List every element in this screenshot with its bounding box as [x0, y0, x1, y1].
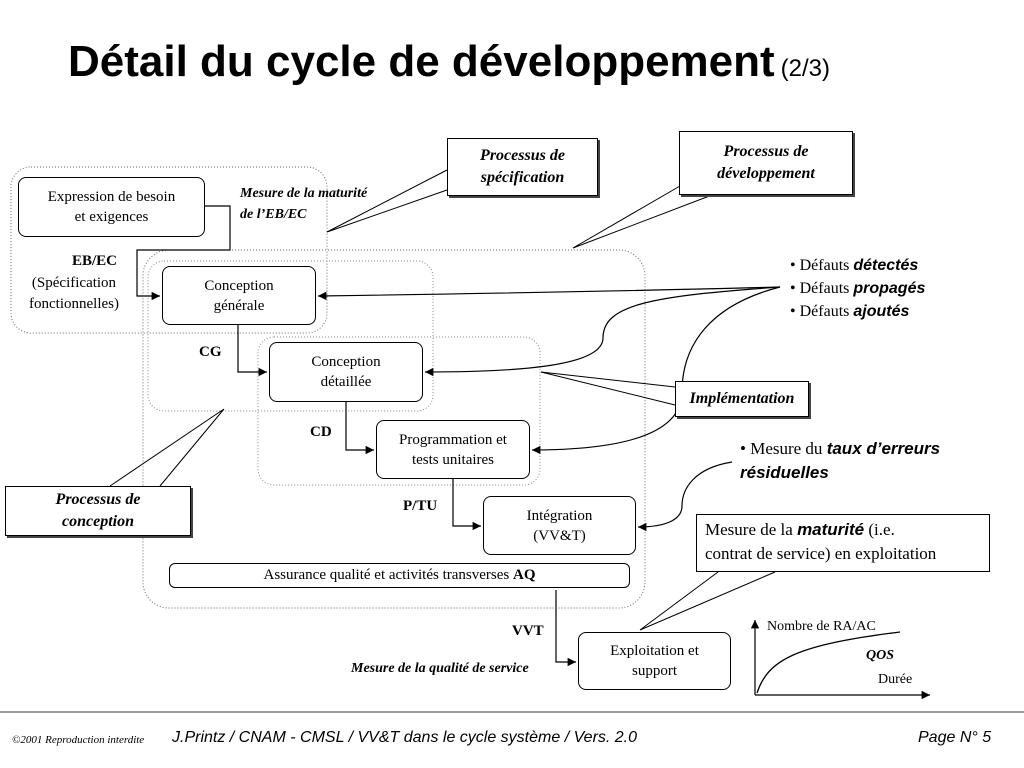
slide-title: Détail du cycle de développement(2/3)	[68, 36, 830, 95]
curve-defauts-to-conception-detaillee	[424, 286, 781, 377]
pointer-processus-conception	[109, 408, 225, 487]
step-label-line: détaillée	[320, 374, 372, 390]
step-label-line: tests unitaires	[411, 451, 495, 468]
callout-implementation: Implémentation	[675, 381, 809, 417]
step-exploitation: Exploitation et support	[578, 632, 731, 690]
callout-processus-conception: Processus de conception	[5, 486, 191, 536]
taux-emph-2: résiduelles	[740, 463, 829, 482]
curve-defauts-to-conception-generale	[317, 286, 781, 301]
step-label-line: Intégration	[526, 507, 593, 524]
callout-line: Processus de	[723, 143, 809, 160]
defaut-item: • Défauts ajoutés	[790, 300, 925, 323]
step-label-line: Expression de besoin	[47, 189, 176, 205]
callout-processus-specification: Processus de spécification	[447, 138, 598, 196]
defaut-item: • Défauts détectés	[790, 254, 925, 277]
defauts-list: • Défauts détectés • Défauts propagés • …	[790, 254, 925, 323]
maturite-rest: (i.e.	[868, 520, 895, 539]
step-expression-besoin: Expression de besoin et exigences	[18, 177, 205, 237]
step-label-line: et exigences	[74, 209, 149, 225]
qos-x-label: Durée	[878, 672, 913, 687]
label-line: de l’EB/EC	[240, 207, 307, 222]
assurance-abbr: AQ	[513, 567, 536, 583]
taux-prefix: • Mesure du	[740, 439, 823, 458]
assurance-qualite-bar: Assurance qualité et activités transvers…	[169, 563, 630, 588]
arrow-expression-to-conception-generale	[136, 205, 231, 301]
slide-title-part: (2/3)	[780, 55, 831, 82]
label-line: Mesure de la maturité	[240, 186, 368, 201]
conception-region	[147, 260, 434, 412]
defaut-word: détectés	[853, 257, 919, 274]
defaut-word: ajoutés	[853, 303, 910, 320]
specification-region	[10, 166, 328, 334]
defaut-word: propagés	[853, 280, 926, 297]
label-mesure-maturite-ebec: Mesure de la maturité de l’EB/EC	[240, 183, 367, 225]
maturite-prefix: Mesure de la	[705, 520, 793, 539]
callout-line: conception	[62, 513, 134, 530]
callout-processus-developpement: Processus de développement	[679, 131, 853, 195]
callout-line: Implémentation	[689, 390, 795, 407]
arrow-cg-to-conception-detaillee	[237, 325, 267, 377]
pointer-implementation	[540, 371, 676, 406]
step-label-line: Conception	[311, 354, 381, 370]
footer-page-number: Page N° 5	[918, 729, 992, 746]
step-label-line: Conception	[204, 277, 274, 294]
pointer-maturite-exploitation	[639, 571, 776, 631]
callout-line: spécification	[480, 169, 565, 186]
step-programmation: Programmation et tests unitaires	[376, 420, 530, 479]
callout-line: développement	[717, 165, 815, 182]
taux-line-2: résiduelles	[740, 461, 940, 485]
defaut-prefix: • Défauts	[790, 280, 850, 297]
qos-curve-label: QOS	[866, 648, 895, 663]
label-mesure-qualite-service: Mesure de la qualité de service	[351, 661, 529, 676]
maturite-line-2: contrat de service) en exploitation	[705, 544, 937, 563]
defaut-prefix: • Défauts	[790, 303, 850, 320]
maturite-exploitation-box: Mesure de la maturité (i.e. contrat de s…	[696, 514, 990, 572]
qos-y-label: Nombre de RA/AC	[767, 619, 876, 634]
maturite-emph: maturité	[797, 520, 865, 539]
label-ebec: EB/EC	[72, 253, 118, 269]
slide-title-main: Détail du cycle de développement	[68, 37, 775, 86]
label-line: (Spécification	[31, 275, 117, 291]
label-cg: CG	[199, 344, 222, 360]
arrow-vvt-to-exploitation	[555, 590, 576, 667]
qos-curve	[756, 631, 901, 694]
arrow-cd-to-programmation	[345, 402, 374, 455]
footer-credit: J.Printz / CNAM - CMSL / VV&T dans le cy…	[172, 729, 638, 746]
label-vvt: VVT	[512, 623, 544, 639]
step-label-line: support	[632, 663, 677, 679]
footer-copyright: ©2001 Reproduction interdite	[12, 734, 145, 746]
taux-line-1: • Mesure du taux d’erreurs	[740, 437, 940, 461]
step-integration: Intégration (VV&T)	[483, 496, 636, 555]
arrow-ptu-to-integration	[452, 479, 481, 531]
step-conception-detaillee: Conception détaillée	[269, 342, 423, 402]
callout-line: Processus de	[480, 147, 565, 164]
maturite-line-1: Mesure de la maturité (i.e.	[705, 518, 981, 542]
step-label-line: générale	[213, 297, 265, 314]
label-line: fonctionnelles)	[29, 296, 119, 312]
label-ebec-description: (Spécification fonctionnelles)	[14, 273, 134, 315]
step-conception-generale: Conception générale	[162, 266, 316, 325]
defaut-prefix: • Défauts	[790, 257, 850, 274]
pointer-processus-developpement	[572, 185, 713, 249]
assurance-text: Assurance qualité et activités transvers…	[263, 567, 510, 583]
taux-emph-1: taux d’erreurs	[826, 439, 941, 458]
curve-defauts-to-programmation	[531, 286, 781, 455]
label-ptu: P/TU	[403, 498, 438, 514]
label-cd: CD	[310, 424, 332, 440]
step-label-line: Programmation et	[399, 431, 507, 448]
pointer-processus-specification	[326, 169, 448, 233]
taux-erreurs-text: • Mesure du taux d’erreurs résiduelles	[740, 437, 940, 485]
step-label-line: Exploitation et	[610, 643, 699, 659]
callout-line: Processus de	[55, 491, 141, 508]
development-region	[142, 249, 646, 609]
defaut-item: • Défauts propagés	[790, 277, 925, 300]
implementation-region	[257, 336, 541, 486]
step-label-line: (VV&T)	[533, 527, 586, 544]
curve-taux-to-integration	[637, 461, 733, 532]
